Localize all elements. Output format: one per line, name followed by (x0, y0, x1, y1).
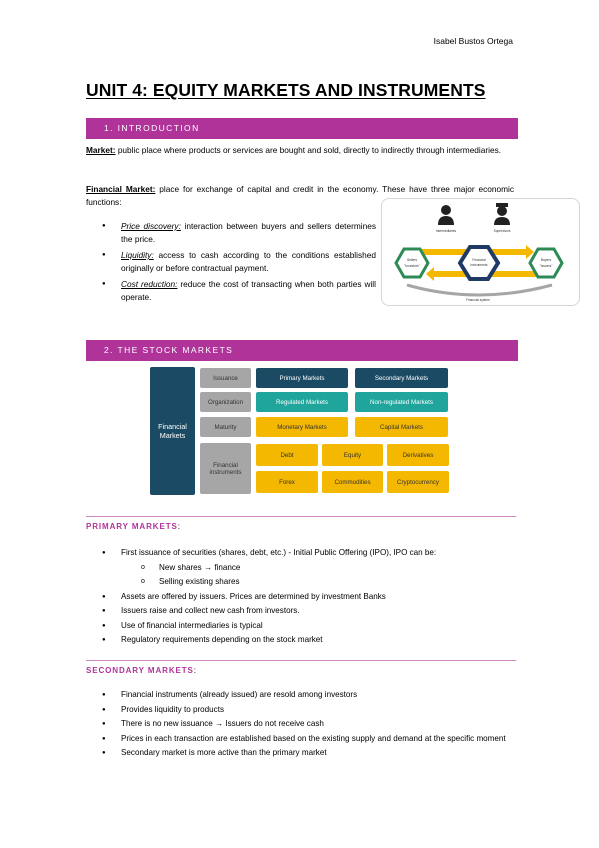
secondary-markets-box: Secondary Markets (355, 368, 448, 388)
list-item: Financial instruments (already issued) a… (86, 688, 514, 703)
market-definition: Market: public place where products or s… (86, 144, 514, 157)
primary-markets-heading-text: PRIMARY MARKETS (86, 522, 178, 531)
list-item: There is no new issuance → Issuers do no… (86, 717, 514, 732)
issuers-label: "Issuers" (540, 264, 554, 268)
category-organization: Organization (200, 392, 251, 412)
sellers-label: Sellers (407, 258, 417, 262)
primary-markets-list: First issuance of securities (shares, de… (86, 546, 514, 648)
instruments-hexagon-icon (457, 245, 501, 281)
supervisors-label: Supervisors (494, 229, 511, 233)
list-item: Issuers raise and collect new cash from … (86, 604, 514, 619)
system-curve-icon (406, 283, 553, 297)
supervisor-person-icon (494, 203, 510, 225)
function-term: Cost reduction: (121, 279, 178, 289)
heading-colon: : (177, 522, 181, 531)
derivatives-box: Derivatives (387, 444, 449, 466)
monetary-markets-box: Monetary Markets (256, 417, 348, 437)
list-item: Secondary market is more active than the… (86, 746, 514, 761)
divider (86, 660, 516, 661)
function-term: Liquidity: (121, 250, 154, 260)
list-item: Use of financial intermediaries is typic… (86, 619, 514, 634)
page-title: UNIT 4: EQUITY MARKETS AND INSTRUMENTS (86, 80, 486, 100)
sellers-hexagon-icon (394, 247, 430, 279)
financial-market-term: Financial Market: (86, 184, 156, 194)
category-issuance: Issuance (200, 368, 251, 388)
market-functions-list: Price discovery: interaction between buy… (86, 220, 376, 307)
commodities-box: Commodities (322, 471, 383, 493)
buyers-hexagon-icon (528, 247, 564, 279)
financial-system-graphic: Intermediaries Supervisors Products Cash… (394, 203, 564, 302)
function-text: access to cash according to the conditio… (121, 250, 376, 273)
list-item: Prices in each transaction are establish… (86, 732, 514, 747)
function-text: reduce the cost of transacting when both… (121, 279, 376, 302)
function-item: Liquidity: access to cash according to t… (86, 249, 376, 275)
primary-markets-box: Primary Markets (256, 368, 348, 388)
forex-box: Forex (256, 471, 318, 493)
secondary-markets-heading-text: SECONDARY MARKETS (86, 666, 194, 675)
debt-box: Debt (256, 444, 318, 466)
section-heading-stock-markets: 2. THE STOCK MARKETS (86, 340, 518, 361)
secondary-markets-heading: SECONDARY MARKETS: (86, 666, 197, 675)
category-financial-instruments: Financial instruments (200, 443, 251, 494)
financial-label: Financial (472, 258, 485, 262)
capital-markets-box: Capital Markets (355, 417, 448, 437)
regulated-markets-box: Regulated Markets (256, 392, 348, 412)
author-name: Isabel Bustos Ortega (433, 36, 513, 46)
financial-market-text: place for exchange of capital and credit… (86, 184, 514, 207)
list-item-text: First issuance of securities (shares, de… (121, 548, 437, 557)
function-item: Price discovery: interaction between buy… (86, 220, 376, 246)
financial-markets-diagram: Financial Markets Issuance Organization … (150, 367, 452, 495)
cryptocurrency-box: Cryptocurrency (387, 471, 449, 493)
buyers-label: Buyers (541, 258, 552, 262)
ipo-sublist: New shares → finance Selling existing sh… (121, 561, 514, 590)
list-item: Regulatory requirements depending on the… (86, 633, 514, 648)
heading-colon: : (193, 666, 197, 675)
function-item: Cost reduction: reduce the cost of trans… (86, 278, 376, 304)
list-item: First issuance of securities (shares, de… (86, 546, 514, 590)
secondary-markets-list: Financial instruments (already issued) a… (86, 688, 514, 761)
sub-list-item: Selling existing shares (121, 575, 514, 590)
financial-system-label: Financial system (466, 298, 490, 302)
equity-box: Equity (322, 444, 383, 466)
category-maturity: Maturity (200, 417, 251, 437)
primary-markets-heading: PRIMARY MARKETS: (86, 522, 181, 531)
non-regulated-markets-box: Non-regulated Markets (355, 392, 448, 412)
section-heading-introduction: 1. INTRODUCTION (86, 118, 518, 139)
function-text: interaction between buyers and sellers d… (121, 221, 376, 244)
instruments-label: instruments (470, 263, 487, 267)
function-term: Price discovery: (121, 221, 181, 231)
market-definition-text: public place where products or services … (115, 145, 502, 155)
investors-label: "Investors" (404, 264, 421, 268)
list-item: Assets are offered by issuers. Prices ar… (86, 590, 514, 605)
financial-system-illustration: Intermediaries Supervisors Products Cash… (381, 198, 580, 306)
divider (86, 516, 516, 517)
list-item: Provides liquidity to products (86, 703, 514, 718)
financial-markets-root: Financial Markets (150, 367, 195, 495)
sub-list-item: New shares → finance (121, 561, 514, 576)
market-term: Market: (86, 145, 116, 155)
financial-market-definition: Financial Market: place for exchange of … (86, 183, 514, 209)
intermediaries-label: Intermediaries (436, 229, 457, 233)
intermediary-person-icon (438, 205, 454, 225)
